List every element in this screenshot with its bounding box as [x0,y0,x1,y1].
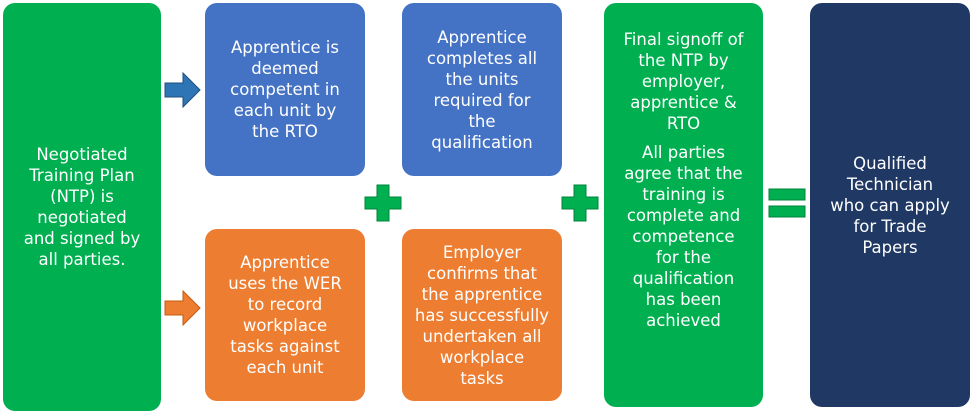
units-box: Apprentice completes all the units requi… [402,3,562,176]
qualified-box: Qualified Technician who can apply for T… [810,3,970,407]
equals-icon [768,188,806,218]
units-text: Apprentice completes all the units requi… [426,27,538,152]
employer-text: Employer confirms that the apprentice ha… [414,242,550,388]
arrow-right-icon [164,290,201,326]
employer-box: Employer confirms that the apprentice ha… [402,229,562,401]
ntp-text: Negotiated Training Plan (NTP) is negoti… [23,145,141,269]
plus-icon [561,184,599,222]
qualified-text: Qualified Technician who can apply for T… [830,153,950,257]
wer-text: Apprentice uses the WER to record workpl… [228,253,342,377]
competent-box: Apprentice is deemed competent in each u… [205,3,365,176]
ntp-box: Negotiated Training Plan (NTP) is negoti… [3,3,161,411]
plus-icon [364,184,402,222]
agree-text: All parties agree that the training is c… [624,143,743,330]
arrow-right-icon [164,72,201,108]
signoff-box: Final signoff of the NTP by employer, ap… [604,3,763,407]
competent-text: Apprentice is deemed competent in each u… [230,38,340,141]
signoff-text: Final signoff of the NTP by employer, ap… [623,30,744,133]
wer-box: Apprentice uses the WER to record workpl… [205,229,365,401]
